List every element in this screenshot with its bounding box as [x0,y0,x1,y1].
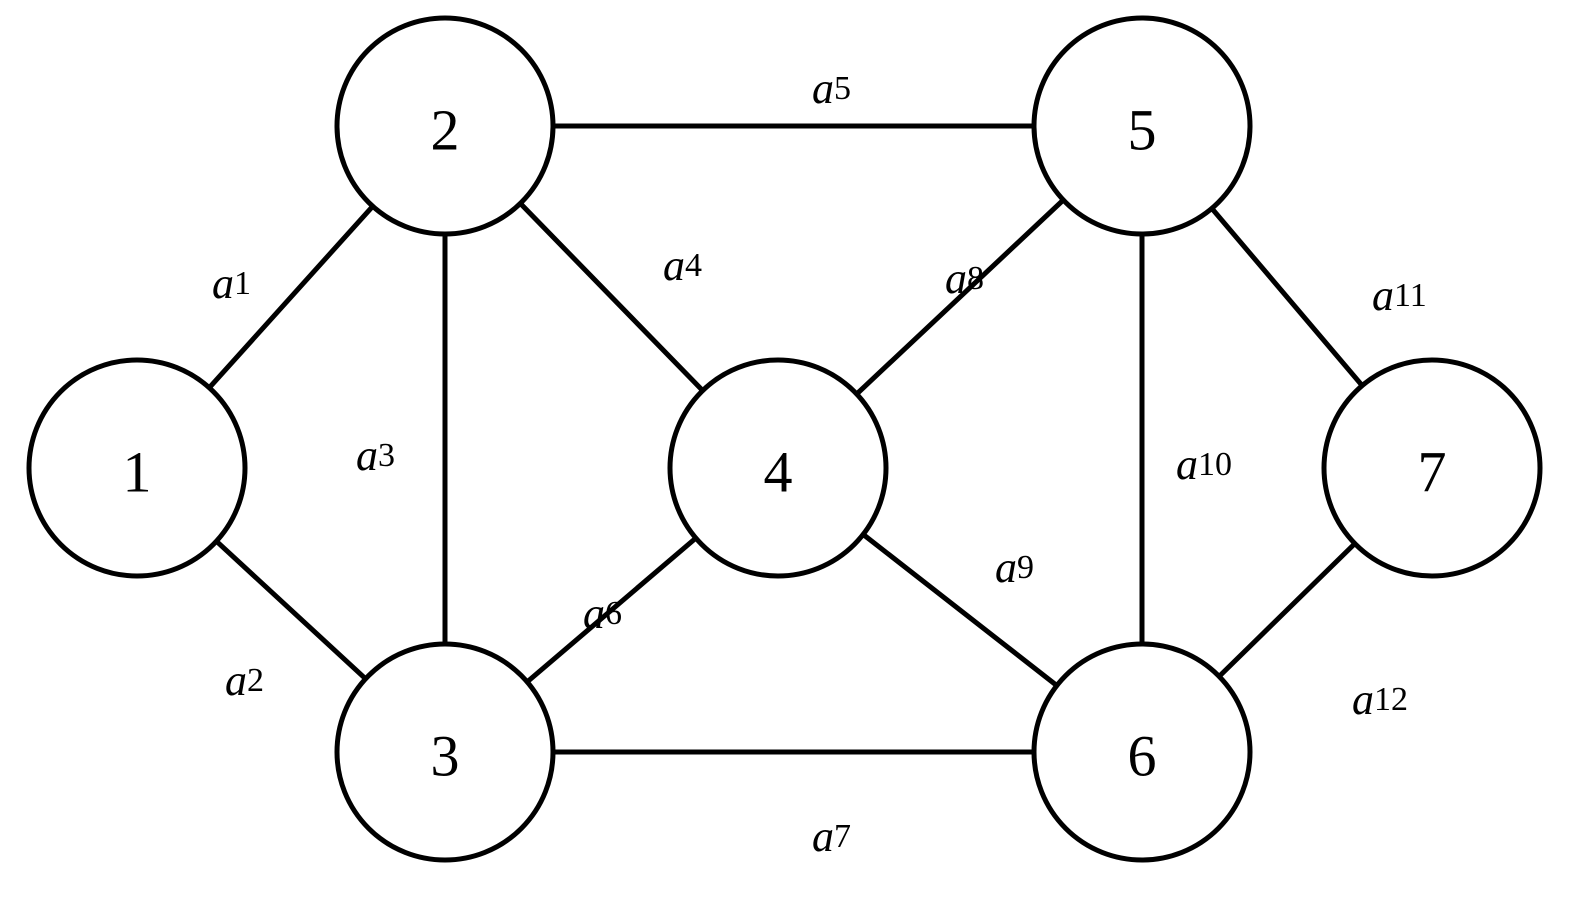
node-circle [1031,15,1253,237]
edge-label-a11: a11 [1372,271,1427,320]
edge-label-index: 6 [605,595,622,632]
edge-label-symbol: a [812,64,834,113]
edges-layer [207,123,1365,755]
edge-1-3 [214,539,368,681]
node-circle [26,357,248,579]
edge-6-7 [1217,541,1357,679]
edge-label-a2: a2 [225,656,264,705]
edge-label-symbol: a [945,254,967,303]
edge-label-index: 9 [1017,549,1034,586]
edge-label-symbol: a [995,543,1017,592]
node-4: 4 [667,357,889,579]
node-circle [334,15,556,237]
node-5: 5 [1031,15,1253,237]
edge-5-7 [1209,206,1365,388]
edge-label-index: 3 [378,437,395,474]
edge-label-index: 12 [1374,681,1408,718]
edge-label-index: 8 [967,260,984,297]
edge-label-index: 7 [834,818,851,855]
node-2: 2 [334,15,556,237]
node-label: 6 [1128,724,1157,789]
edge-label-symbol: a [583,589,605,638]
node-label: 5 [1128,98,1157,163]
edge-label-a5: a5 [812,64,851,113]
node-3: 3 [334,641,556,863]
node-circle [334,641,556,863]
edge-label-a3: a3 [356,431,395,480]
edge-label-a4: a4 [663,241,702,290]
edge-label-symbol: a [812,812,834,861]
edge-3-4 [525,536,698,684]
edge-label-index: 11 [1394,277,1427,314]
edge-label-a12: a12 [1352,675,1408,724]
edge-label-a1: a1 [212,259,251,308]
edge-1-2 [207,204,375,390]
edge-label-a6: a6 [583,589,622,638]
edge-label-index: 1 [234,265,251,302]
node-label: 2 [431,98,460,163]
node-label: 3 [431,724,460,789]
edge-label-index: 5 [834,70,851,107]
node-circle [1031,641,1253,863]
node-circle [667,357,889,579]
node-label: 1 [123,440,152,505]
edge-label-a10: a10 [1176,440,1232,489]
edge-label-a8: a8 [945,254,984,303]
edge-label-a9: a9 [995,543,1034,592]
edge-label-symbol: a [1352,675,1374,724]
edge-label-index: 10 [1198,446,1232,483]
node-1: 1 [26,357,248,579]
edge-label-symbol: a [1372,271,1394,320]
edge-label-index: 4 [685,247,702,284]
edge-label-symbol: a [663,241,685,290]
edge-label-symbol: a [212,259,234,308]
node-6: 6 [1031,641,1253,863]
edge-2-4 [518,201,705,393]
node-label: 7 [1418,440,1447,505]
edge-4-6 [861,532,1059,688]
edge-label-a7: a7 [812,812,851,861]
edge-label-index: 2 [247,662,264,699]
edge-label-symbol: a [225,656,247,705]
edge-label-symbol: a [356,431,378,480]
node-7: 7 [1321,357,1543,579]
edge-4-5 [854,198,1066,396]
edge-label-symbol: a [1176,440,1198,489]
node-label: 4 [764,440,793,505]
node-circle [1321,357,1543,579]
